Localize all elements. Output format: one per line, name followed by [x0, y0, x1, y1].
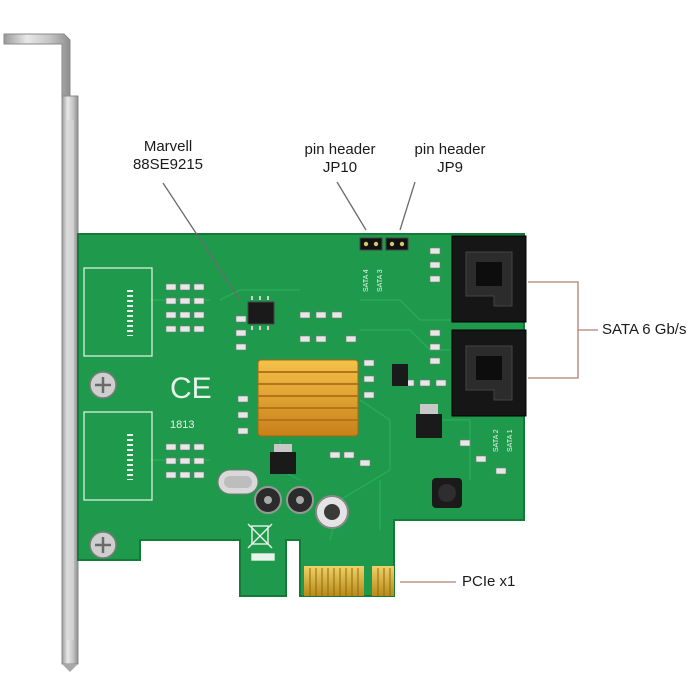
- jp9-callout-line2: JP9: [437, 159, 463, 176]
- screw-bottom: [89, 531, 117, 559]
- jp9-callout-line1: pin header: [414, 141, 486, 158]
- pcie-callout: PCIe x1: [462, 573, 515, 591]
- jp10-callout-line2: JP10: [322, 159, 358, 176]
- date-code: 1813: [170, 419, 194, 431]
- svg-text:SATA 3: SATA 3: [377, 269, 384, 292]
- svg-text:SATA 4: SATA 4: [363, 269, 370, 292]
- svg-text:SATA 1: SATA 1: [507, 429, 514, 452]
- pin-header-jp10: [359, 237, 383, 251]
- sata-port-silkscreen: SATA 4 SATA 3 SATA 2 SATA 1: [363, 269, 514, 452]
- pcie-gold-fingers: [304, 566, 394, 596]
- crystal-oscillator: [217, 469, 259, 495]
- chip-callout-line2: 88SE9215: [132, 156, 204, 173]
- leader-lines: [162, 181, 598, 583]
- screw-top: [89, 371, 117, 399]
- chip-callout: Marvell 88SE9215: [118, 138, 218, 174]
- jp9-leader-line: [399, 181, 416, 231]
- jp10-callout-line1: pin header: [304, 141, 376, 158]
- sata-callout: SATA 6 Gb/s: [602, 321, 686, 339]
- capacitor: [254, 486, 349, 529]
- sata-callout-label: SATA 6 Gb/s: [602, 321, 687, 338]
- inductor: [432, 478, 462, 508]
- ce-mark: CE: [170, 372, 212, 405]
- heatsink: [257, 359, 359, 437]
- weee-logo: [247, 523, 275, 561]
- sata-bracket-line: [528, 281, 579, 379]
- sata-connector-bottom: [451, 329, 527, 417]
- pin-header-jp9: [385, 237, 409, 251]
- jp10-callout: pin header JP10: [290, 141, 390, 177]
- mounting-bracket: [3, 33, 79, 672]
- chip-callout-line1: Marvell: [143, 138, 193, 155]
- svg-text:SATA 2: SATA 2: [493, 429, 500, 452]
- jp10-leader-line: [336, 181, 367, 231]
- passive-components: [165, 247, 507, 479]
- jp9-callout: pin header JP9: [400, 141, 500, 177]
- sata-connector-top: [451, 235, 527, 323]
- pcie-callout-label: PCIe x1: [462, 573, 516, 590]
- chip-leader-line: [162, 182, 241, 301]
- small-ic: [247, 296, 275, 330]
- regulator-ic: [270, 364, 442, 474]
